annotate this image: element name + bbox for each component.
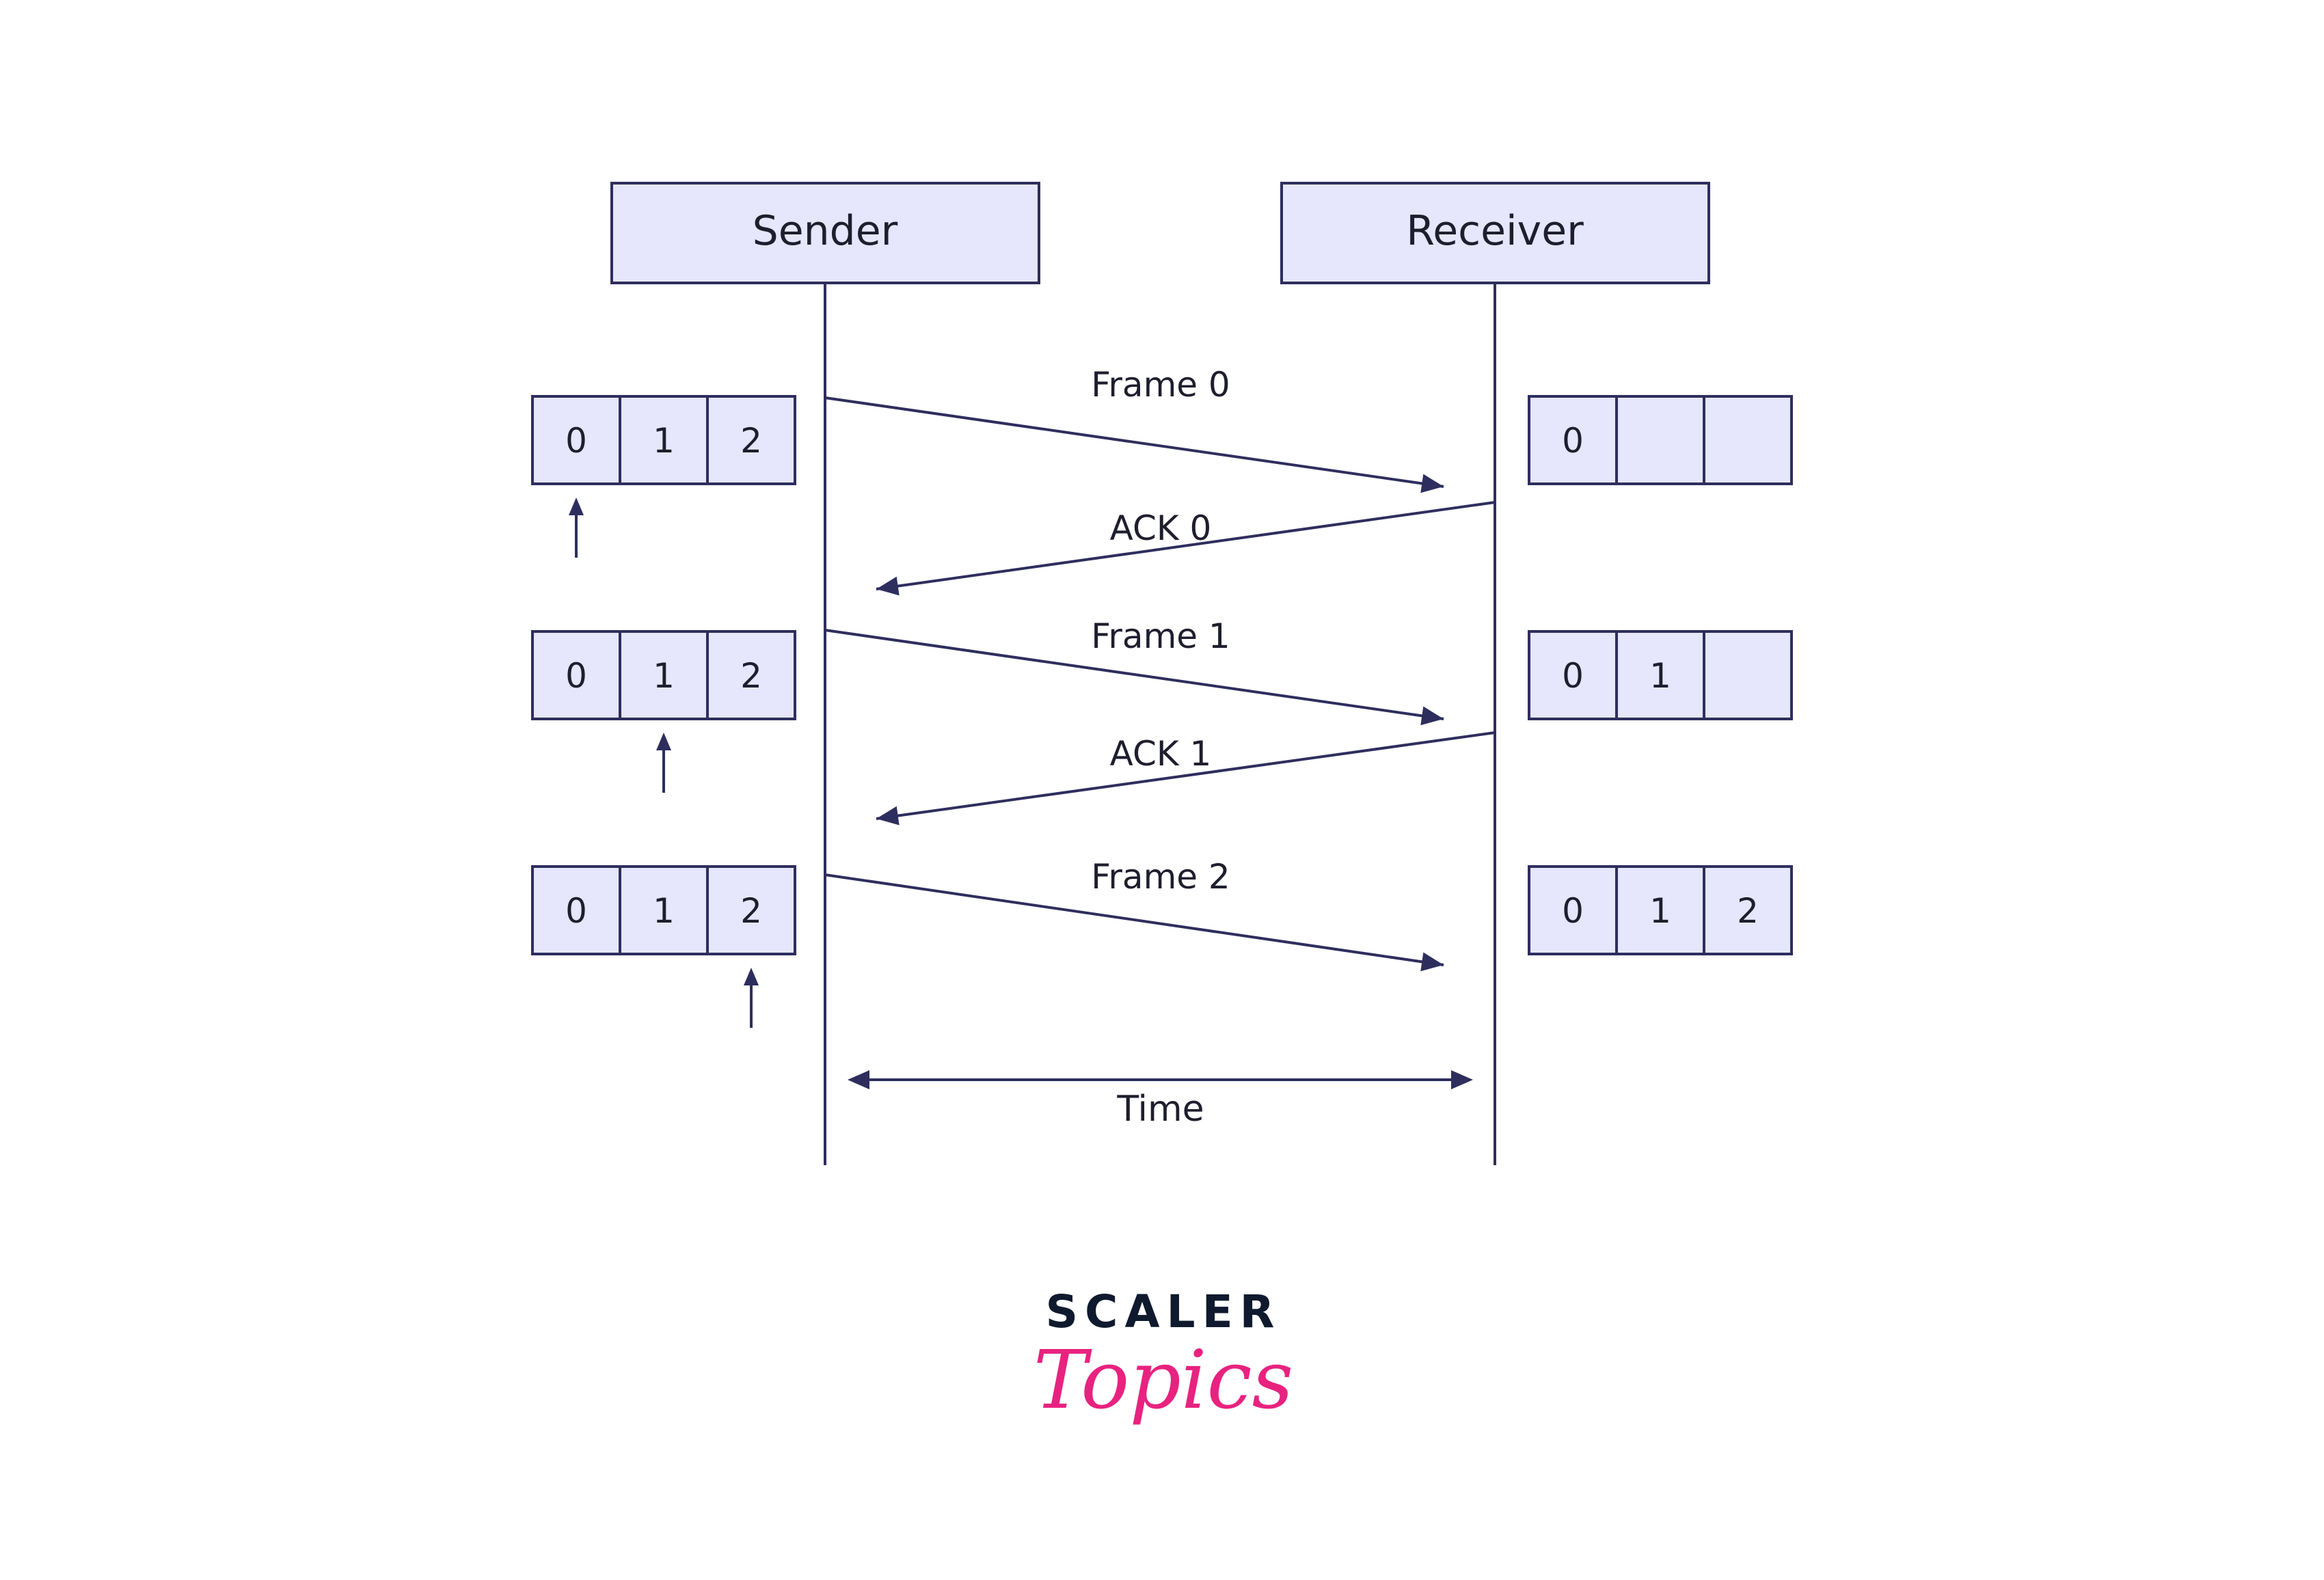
message-label: ACK 0	[1110, 508, 1212, 548]
logo-line2: Topics	[1033, 1333, 1294, 1427]
message-1: ACK 0	[876, 501, 1496, 596]
message-arrowhead	[876, 576, 900, 596]
message-3: ACK 1	[876, 731, 1496, 826]
receiver-window-0: 0	[1528, 395, 1793, 485]
time-arrow-right-head	[1451, 1070, 1473, 1089]
message-4: Frame 2	[824, 857, 1444, 972]
window-cell-label: 0	[1562, 656, 1584, 696]
sender-actor: Sender	[610, 182, 1040, 284]
window-cell	[1615, 865, 1705, 955]
time-arrow-left-head	[848, 1070, 869, 1089]
message-line	[824, 873, 1444, 966]
window-cell	[1703, 630, 1793, 720]
message-line	[876, 501, 1496, 590]
message-arrowhead	[1420, 474, 1444, 493]
message-arrowhead	[1420, 952, 1444, 972]
window-pointer-arrowhead	[569, 498, 584, 515]
message-arrowhead	[876, 806, 900, 826]
receiver-window-2: 0 1 2	[1528, 865, 1793, 955]
time-label: Time	[1116, 1089, 1204, 1130]
window-cell-label: 2	[740, 891, 762, 931]
message-2: Frame 1	[824, 616, 1444, 726]
message-arrows: Frame 0 ACK 0 Frame 1 ACK 1 Frame 2	[824, 365, 1496, 972]
sender-window-1: 0 1 2	[531, 630, 796, 793]
window-cell	[1703, 395, 1793, 485]
window-cell-label: 0	[1562, 421, 1584, 461]
message-label: Frame 1	[1091, 616, 1230, 656]
message-line	[824, 396, 1444, 488]
window-cell-label: 1	[653, 891, 675, 931]
sender-window-2: 0 1 2	[531, 865, 796, 1028]
message-label: ACK 1	[1110, 734, 1212, 774]
window-cell	[706, 865, 796, 955]
receiver-actor: Receiver	[1280, 182, 1710, 284]
window-cell	[531, 865, 621, 955]
window-pointer-arrowhead	[656, 733, 671, 750]
logo-line1: SCALER	[1045, 1285, 1281, 1338]
window-cell-label: 1	[1649, 656, 1671, 696]
window-cell	[1528, 630, 1618, 720]
message-0: Frame 0	[824, 365, 1444, 493]
receiver-label: Receiver	[1406, 207, 1584, 255]
window-cell-label: 1	[653, 656, 675, 696]
window-cell-label: 2	[1737, 891, 1759, 931]
window-cell	[1528, 865, 1618, 955]
window-cell	[619, 395, 709, 485]
window-cell-label: 0	[565, 891, 587, 931]
message-line	[876, 731, 1496, 820]
window-cell-label: 0	[565, 421, 587, 461]
window-cell-label: 0	[1562, 891, 1584, 931]
window-cell	[706, 630, 796, 720]
time-axis: Time	[848, 1070, 1473, 1130]
message-arrowhead	[1420, 706, 1444, 726]
message-label: Frame 0	[1091, 365, 1230, 405]
window-cell-label: 1	[1649, 891, 1671, 931]
window-cell-label: 2	[740, 656, 762, 696]
window-cell	[1703, 865, 1793, 955]
window-cell	[531, 630, 621, 720]
window-cell	[706, 395, 796, 485]
window-cell	[1615, 395, 1705, 485]
message-label: Frame 2	[1091, 857, 1230, 897]
sender-windows: 0 1 2 0 1 2 0 1 2	[531, 395, 796, 1028]
scaler-topics-logo: SCALER Topics	[1033, 1285, 1294, 1427]
sender-label: Sender	[753, 207, 898, 255]
window-cell-label: 0	[565, 656, 587, 696]
window-cell-label: 2	[740, 421, 762, 461]
window-cell-label: 1	[653, 421, 675, 461]
window-pointer-arrowhead	[744, 968, 759, 985]
sender-window-0: 0 1 2	[531, 395, 796, 558]
message-line	[824, 629, 1444, 720]
